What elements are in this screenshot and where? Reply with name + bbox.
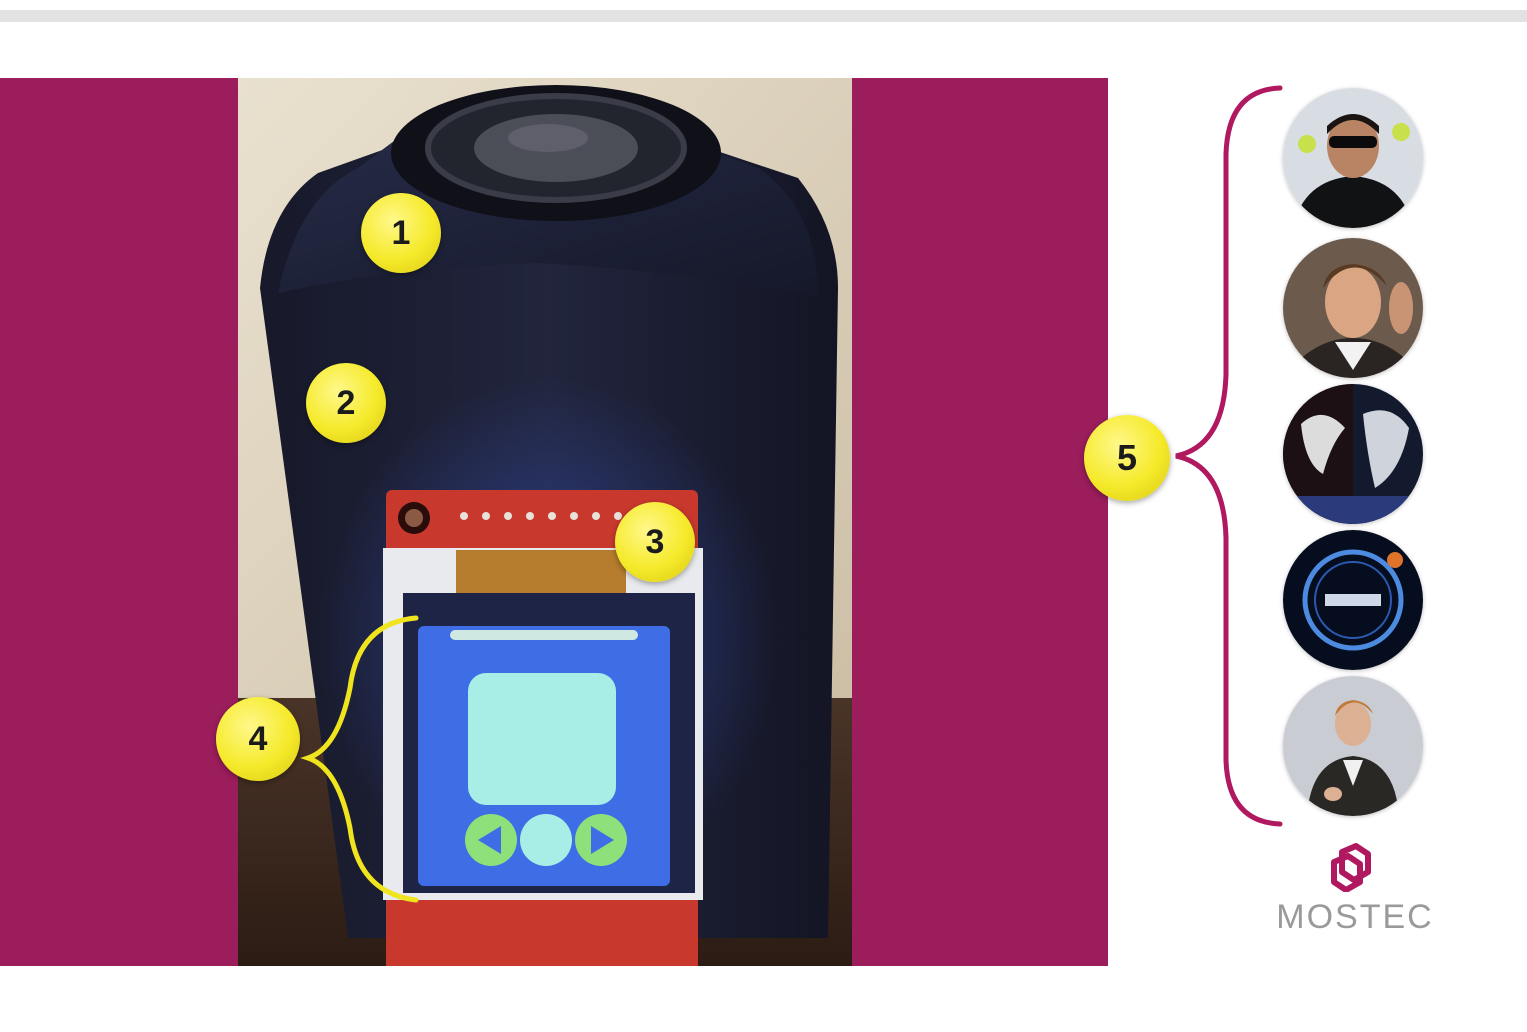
- brand-name: MOSTEC: [1276, 898, 1434, 936]
- marker-4: 4: [216, 697, 300, 781]
- avatar-dancer: [1283, 676, 1423, 816]
- avatar-portrait-man: [1283, 238, 1423, 378]
- avatar-album-art: [1283, 384, 1423, 524]
- marker-2: 2: [306, 363, 386, 443]
- bracket-5: [1175, 85, 1283, 827]
- device-illustration: [238, 78, 852, 966]
- marker-3: 3: [615, 502, 695, 582]
- next-arrow-icon: [575, 814, 627, 866]
- device-photo: [238, 78, 852, 966]
- avatar-planet-logo: [1283, 530, 1423, 670]
- speaker-icon: [391, 85, 721, 221]
- top-divider: [0, 10, 1527, 22]
- marker-1: 1: [361, 193, 441, 273]
- center-button-icon: [520, 814, 572, 866]
- marker-5: 5: [1084, 415, 1170, 501]
- mostec-logo-icon: [1331, 843, 1371, 892]
- previous-arrow-icon: [465, 814, 517, 866]
- avatar-juggler: [1283, 88, 1423, 228]
